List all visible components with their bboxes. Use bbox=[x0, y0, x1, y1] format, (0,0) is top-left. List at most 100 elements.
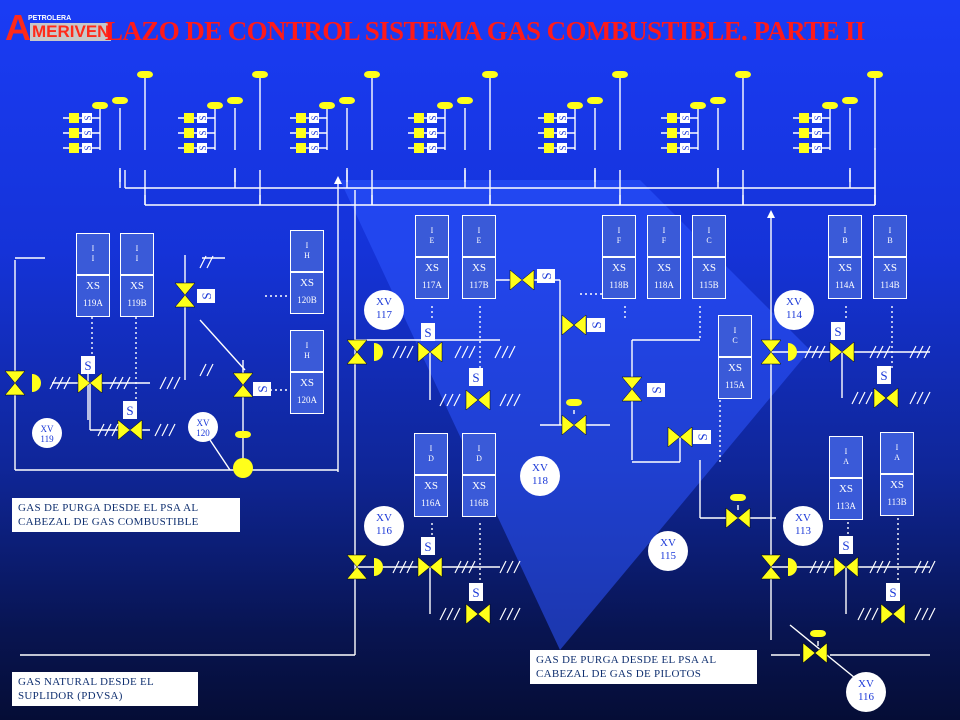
burner-solenoid: S bbox=[197, 113, 208, 123]
instrument-switch: XS 117B bbox=[462, 257, 496, 299]
valve-dome bbox=[319, 102, 335, 109]
instrument-symbol-1: I bbox=[843, 226, 847, 235]
xv114-valve bbox=[760, 339, 782, 365]
valve-actuator bbox=[374, 343, 383, 361]
valve-tag-xv113: XV 113 bbox=[783, 506, 823, 546]
instrument-switch: XS 119B bbox=[120, 275, 154, 317]
pipe-line bbox=[209, 439, 231, 471]
solenoid-box: S bbox=[647, 383, 665, 397]
signal-hatch bbox=[199, 363, 207, 377]
instrument-symbol-2: E bbox=[429, 236, 435, 245]
solenoid-rect bbox=[693, 430, 711, 444]
burner-valve bbox=[296, 128, 306, 138]
instrument-type: XS bbox=[701, 262, 717, 274]
instrument-119b: I I XS 119B bbox=[120, 233, 154, 317]
signal-hatch bbox=[869, 560, 877, 574]
burner-solenoid: S bbox=[197, 128, 208, 138]
valve-actuator bbox=[32, 374, 41, 392]
signal-hatch bbox=[923, 345, 931, 359]
page-title: LAZO DE CONTROL SISTEMA GAS COMBUSTIBLE.… bbox=[105, 16, 865, 46]
burner-solenoid-rect bbox=[197, 128, 207, 138]
signal-hatch bbox=[123, 376, 131, 390]
instrument-indicator: I A bbox=[829, 436, 863, 478]
valve-tag-number: 119 bbox=[40, 434, 54, 444]
logo-name: MERIVEN bbox=[30, 22, 112, 41]
signal-hatch bbox=[56, 376, 64, 390]
solenoid-box: S bbox=[886, 583, 900, 601]
valve-tag-xv120: XV 120 bbox=[188, 412, 218, 442]
valve-dome bbox=[482, 71, 498, 78]
signal-hatch bbox=[816, 560, 824, 574]
burner-solenoid-rect bbox=[197, 113, 207, 123]
valve-tag-number: 118 bbox=[531, 475, 549, 487]
solenoid-label: S bbox=[539, 272, 554, 279]
xv113-valve bbox=[760, 554, 782, 580]
instrument-indicator: I A bbox=[880, 432, 914, 474]
burner-valve bbox=[69, 143, 79, 153]
instrument-type: XS bbox=[471, 262, 487, 274]
instrument-switch: XS 114A bbox=[828, 257, 862, 299]
valve-dome bbox=[252, 71, 268, 78]
valve-actuator bbox=[788, 558, 797, 576]
instrument-indicator: I C bbox=[718, 315, 752, 357]
signal-hatch bbox=[392, 560, 400, 574]
burner-solenoid-rect bbox=[82, 143, 92, 153]
xv114-vent-valve bbox=[873, 387, 899, 409]
burner-valve bbox=[799, 113, 809, 123]
solenoid-box: S bbox=[253, 382, 271, 396]
burner-solenoid-label: S bbox=[681, 130, 691, 135]
signal-hatch bbox=[883, 345, 891, 359]
signal-hatch bbox=[876, 560, 884, 574]
instrument-118a: I F XS 118A bbox=[647, 215, 681, 299]
xv117-vent-valve bbox=[465, 389, 491, 411]
instrument-indicator: I I bbox=[120, 233, 154, 275]
instrument-tag: 119B bbox=[127, 298, 147, 308]
instrument-type: XS bbox=[882, 262, 898, 274]
valve-tag-prefix: XV bbox=[196, 418, 210, 428]
instrument-indicator: I B bbox=[873, 215, 907, 257]
instrument-symbol-2: E bbox=[476, 236, 482, 245]
burner-valve bbox=[414, 143, 424, 153]
solenoid-label: S bbox=[424, 325, 431, 340]
burner-solenoid-label: S bbox=[558, 145, 568, 150]
burner-solenoid: S bbox=[82, 113, 93, 123]
instrument-symbol-1: I bbox=[135, 244, 139, 253]
signal-hatch bbox=[857, 607, 865, 621]
note-purge-pilot: GAS DE PURGA DESDE EL PSA AL CABEZAL DE … bbox=[530, 650, 757, 684]
burner-solenoid: S bbox=[427, 143, 438, 153]
solenoid-label: S bbox=[834, 324, 841, 339]
signal-hatch bbox=[921, 607, 929, 621]
instrument-type: XS bbox=[727, 362, 743, 374]
instrument-switch: XS 118A bbox=[647, 257, 681, 299]
instrument-symbol-1: I bbox=[844, 447, 848, 456]
burner-solenoid: S bbox=[557, 128, 568, 138]
signal-hatch bbox=[864, 607, 872, 621]
valve-tag-number: 116 bbox=[375, 525, 393, 537]
instrument-type: XS bbox=[299, 377, 315, 389]
solenoid-rect bbox=[469, 583, 483, 601]
burner-valve bbox=[69, 113, 79, 123]
instrument-switch: XS 113B bbox=[880, 474, 914, 516]
instrument-symbol-1: I bbox=[895, 443, 899, 452]
burner-solenoid-rect bbox=[812, 128, 822, 138]
signal-hatch bbox=[499, 607, 507, 621]
valve-tag-xv115: XV 115 bbox=[648, 531, 688, 571]
burner-valve bbox=[667, 113, 677, 123]
signal-hatch bbox=[858, 391, 866, 405]
signal-hatch bbox=[923, 391, 931, 405]
background-band bbox=[340, 180, 810, 650]
burner-solenoid: S bbox=[812, 113, 823, 123]
valve-tag-prefix: XV bbox=[660, 537, 676, 549]
burner-solenoid: S bbox=[812, 128, 823, 138]
instrument-tag: 120B bbox=[297, 295, 317, 305]
instrument-tag: 120A bbox=[297, 395, 317, 405]
xv118-upper-valve bbox=[509, 269, 535, 291]
signal-hatch bbox=[461, 345, 469, 359]
burner-solenoid-rect bbox=[680, 143, 690, 153]
instrument-switch: XS 116B bbox=[462, 475, 496, 517]
burner-solenoid-label: S bbox=[83, 115, 93, 120]
instrument-tag: 116A bbox=[421, 498, 441, 508]
signal-hatch bbox=[111, 423, 119, 437]
signal-hatch bbox=[454, 345, 462, 359]
signal-hatch bbox=[914, 607, 922, 621]
